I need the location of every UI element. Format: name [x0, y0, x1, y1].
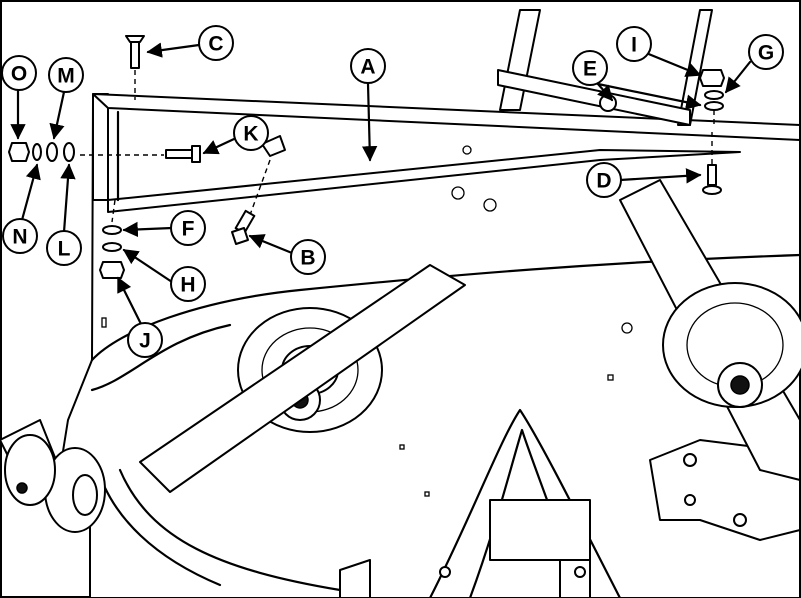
- hex-bolt-b: [231, 135, 286, 245]
- callout-o-label: O: [11, 63, 27, 86]
- callout-a: A: [350, 48, 386, 84]
- callout-f-label: F: [182, 218, 195, 241]
- callout-b: B: [290, 239, 326, 275]
- callout-i-label: I: [631, 34, 637, 57]
- lower-bracket: [339, 499, 591, 598]
- callout-n: N: [2, 218, 38, 254]
- callout-j-label: J: [139, 330, 151, 353]
- callout-n-label: N: [12, 226, 27, 249]
- callout-e: E: [572, 50, 608, 86]
- callout-a-label: A: [360, 56, 375, 79]
- deck-holes: [101, 145, 633, 497]
- callout-k-label: K: [243, 123, 258, 146]
- nuts-washers-left: [8, 142, 75, 162]
- callout-l-label: L: [58, 238, 71, 261]
- callout-j: J: [127, 322, 163, 358]
- callout-d: D: [586, 162, 622, 198]
- callout-f: F: [170, 210, 206, 246]
- callout-b-label: B: [300, 247, 315, 270]
- carriage-bolt-c: [125, 35, 145, 100]
- callout-k: K: [233, 115, 269, 151]
- washers-fhj: [99, 199, 125, 279]
- hanger-bracket: [92, 93, 801, 213]
- left-blade: [139, 264, 466, 493]
- callout-c: C: [198, 25, 234, 61]
- callout-d-label: D: [596, 170, 611, 193]
- callout-m: M: [48, 57, 84, 93]
- gauge-wheel: [0, 419, 106, 533]
- callout-leaders: [10, 42, 752, 334]
- callout-m-label: M: [57, 65, 75, 88]
- callout-e-label: E: [583, 58, 597, 81]
- callout-g: G: [748, 34, 784, 70]
- callout-c-label: C: [208, 33, 223, 56]
- callout-h-label: H: [180, 274, 195, 297]
- callout-o: O: [1, 55, 37, 91]
- right-spindle-assembly: [662, 282, 801, 408]
- nut-i-washers: [699, 69, 725, 128]
- callout-h: H: [170, 266, 206, 302]
- carriage-bolt-k: [80, 145, 201, 163]
- callout-i: I: [616, 26, 652, 62]
- callout-l: L: [46, 230, 82, 266]
- bolt-d: [702, 132, 722, 195]
- callout-g-label: G: [758, 42, 774, 65]
